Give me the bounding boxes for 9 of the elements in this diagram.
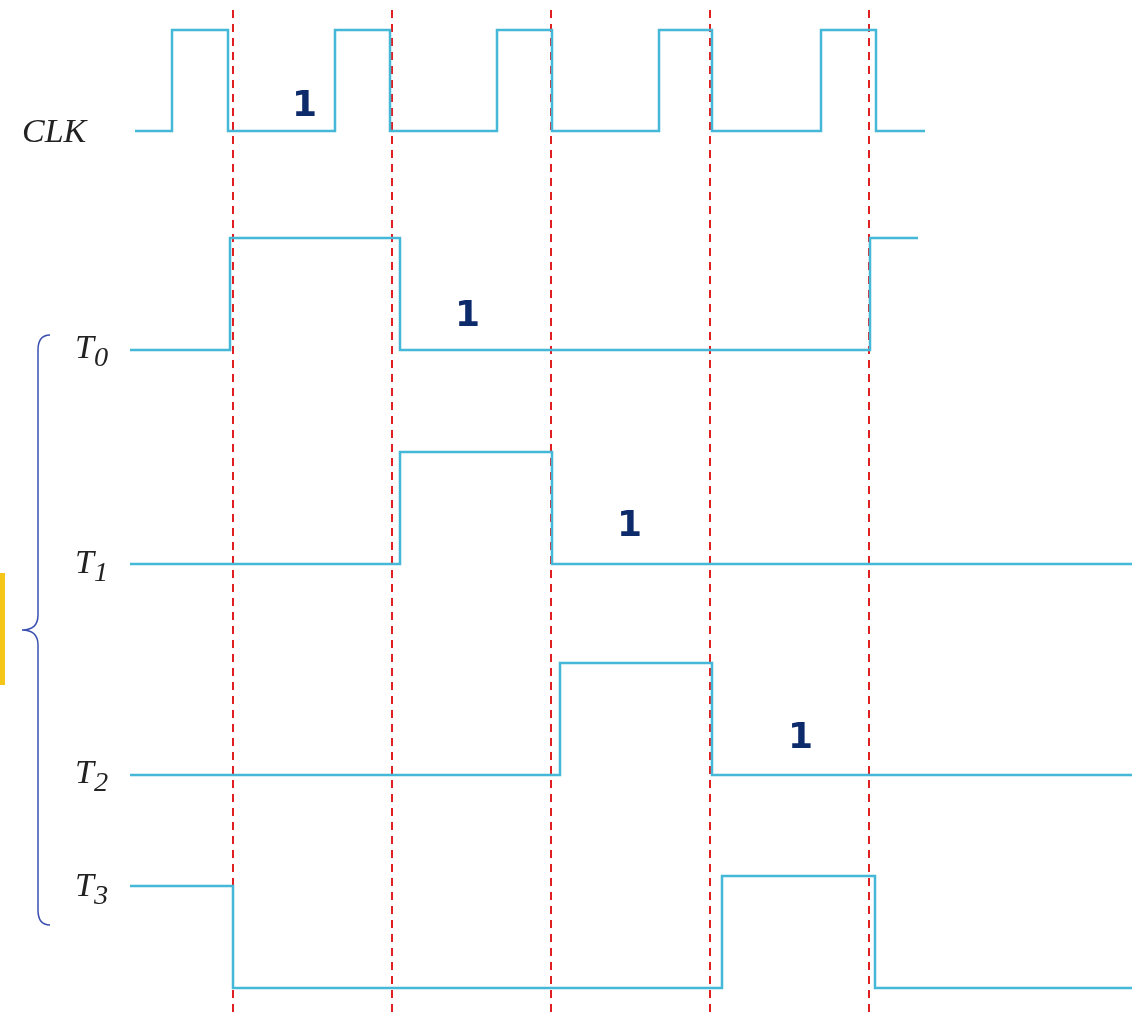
signal-label: T$_{2}$	[75, 755, 109, 797]
signal-label: T$_{3}$	[75, 868, 109, 910]
logic-level-label: 1	[292, 86, 318, 122]
logic-level-label: 1	[617, 506, 643, 542]
logic-level-label: 1	[455, 296, 481, 332]
signal-label: CLK	[22, 114, 87, 148]
logic-level-label: 1	[788, 718, 814, 754]
signal-label: T$_{1}$	[75, 545, 109, 587]
signal-label: T$_{0}$	[75, 330, 109, 372]
